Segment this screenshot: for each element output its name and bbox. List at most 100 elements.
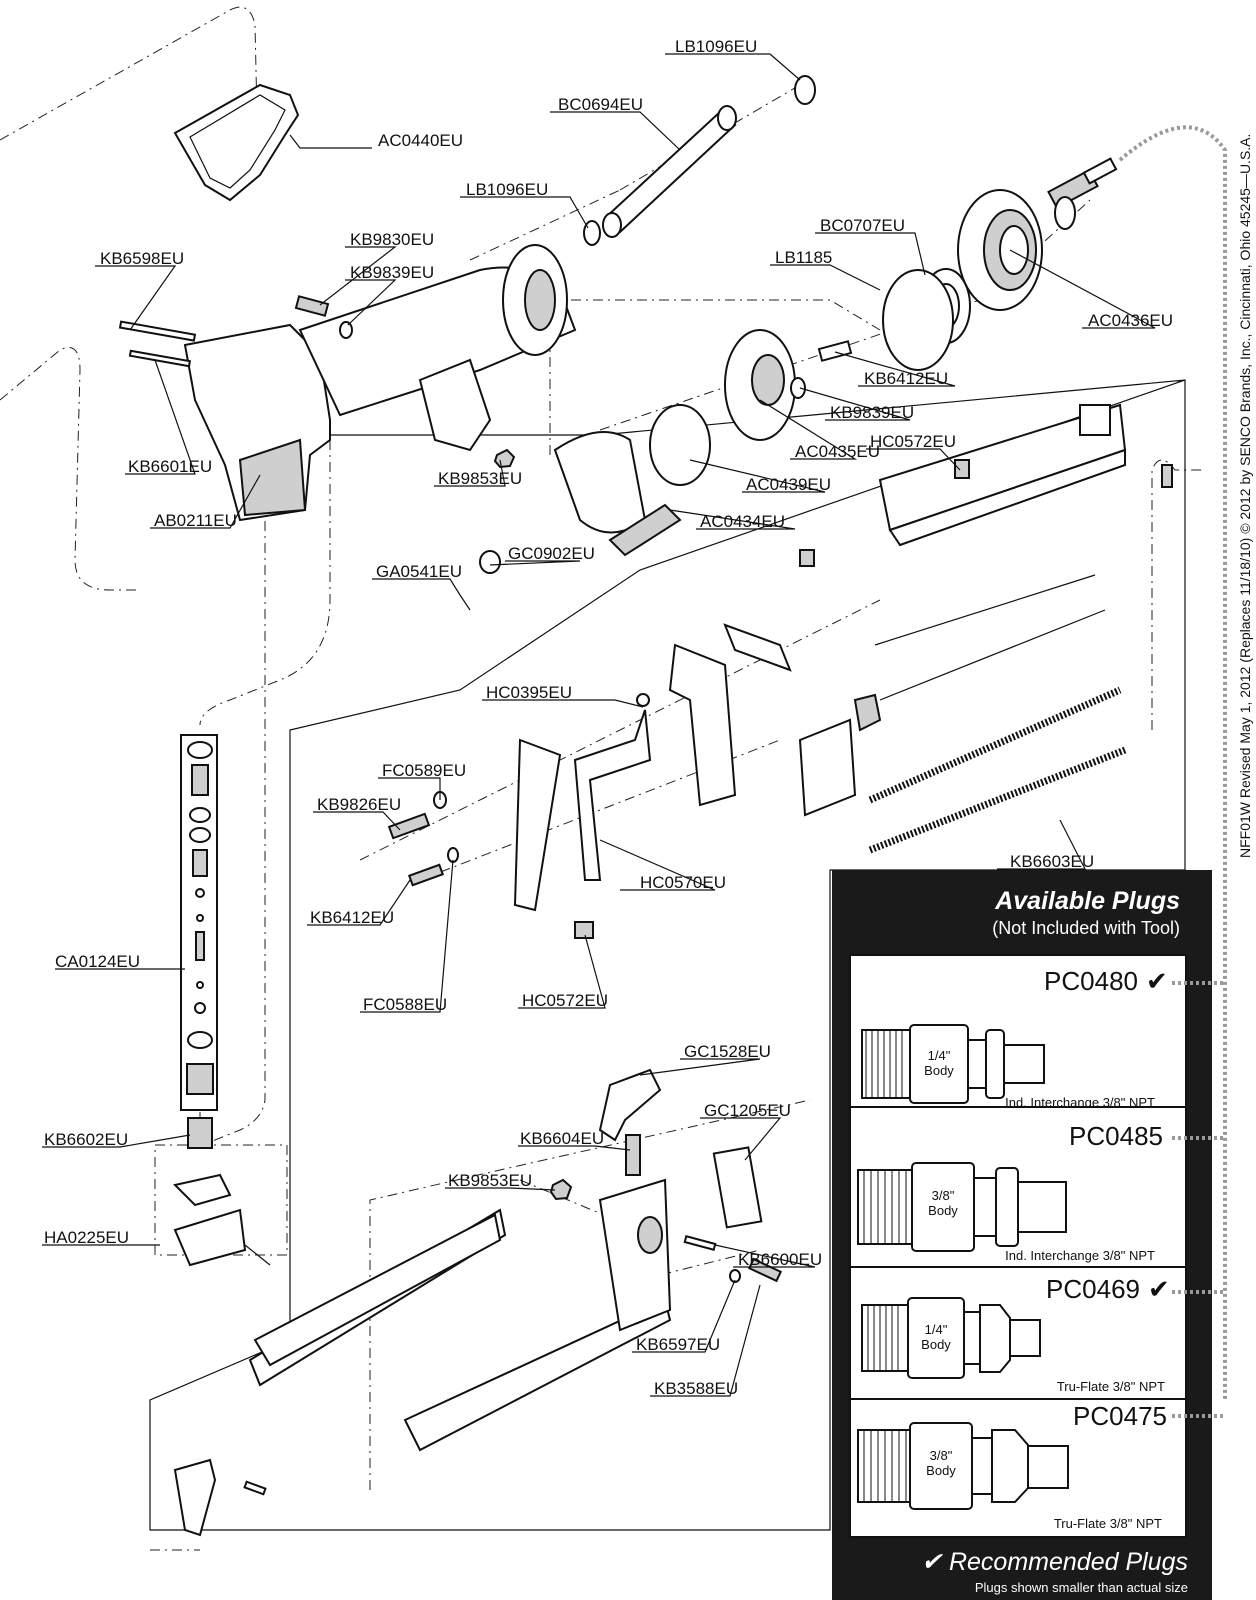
plug-body-size: 3/8"	[932, 1188, 955, 1203]
part-label: AC0434EU	[700, 512, 785, 531]
plug-body-label: Body	[924, 1063, 954, 1078]
plug-drawing: 1/4" Body	[861, 1297, 1041, 1379]
callout-leader-lines	[42, 53, 1156, 1397]
assembly-outline-lines	[0, 6, 1205, 1551]
part-label: LB1185	[775, 248, 832, 267]
pin-part	[683, 1234, 717, 1252]
plug-card-pc0469: PC0469 ✔ 1/4" Body Tru-Flate 3/8" NPT	[849, 1266, 1187, 1400]
part-label: BC0694EU	[558, 95, 643, 114]
screw-part	[387, 812, 431, 840]
arm-part	[573, 709, 652, 881]
part-label: FC0588EU	[363, 995, 447, 1014]
plug-code: PC0469	[1046, 1274, 1140, 1304]
clip-part	[574, 921, 594, 939]
part-label: KB3588EU	[654, 1379, 738, 1398]
o-ring-part	[636, 693, 650, 707]
part-label: HC0572EU	[870, 432, 956, 451]
spring-part	[625, 1134, 641, 1176]
plug-code: PC0480	[1044, 966, 1138, 996]
screw-part	[294, 295, 330, 317]
plugs-panel-subtitle: (Not Included with Tool)	[992, 918, 1180, 938]
part-label: AC0435EU	[795, 442, 880, 461]
recommended-check-icon: ✔	[1148, 1274, 1170, 1304]
plug-description: Tru-Flate 3/8" NPT	[1054, 1516, 1162, 1531]
recommended-plugs-label: ✔ Recommended Plugs	[921, 1548, 1188, 1576]
spring-part	[187, 1117, 213, 1149]
cap-part	[957, 189, 1043, 311]
part-label: GA0541EU	[376, 562, 462, 581]
pin-part	[243, 1480, 267, 1496]
plug-drawing: 3/8" Body	[857, 1422, 1069, 1510]
part-label: KB9839EU	[350, 263, 434, 282]
bumper-part	[479, 550, 501, 574]
head-parts	[553, 329, 796, 557]
plug-drawing: 3/8" Body	[857, 1162, 1067, 1252]
part-label: AC0439EU	[746, 475, 831, 494]
lever-part	[598, 1068, 662, 1142]
part-label: KB6598EU	[100, 249, 184, 268]
part-label: AC0440EU	[378, 131, 463, 150]
screw-part	[747, 1257, 783, 1283]
plug-body-size: 1/4"	[925, 1322, 948, 1337]
pin-part	[118, 320, 197, 368]
plug-body-label: Body	[921, 1337, 951, 1352]
part-number-labels: LB1096EU BC0694EU AC0440EU LB1096EU BC07…	[44, 37, 1173, 1398]
plug-connector-dots	[1172, 981, 1225, 1418]
part-label: GC1528EU	[684, 1042, 771, 1061]
part-label: CA0124EU	[55, 952, 140, 971]
cylinder-part	[602, 105, 737, 238]
screw-part	[407, 863, 445, 887]
part-label: KB9853EU	[438, 469, 522, 488]
o-ring-part	[882, 269, 954, 371]
guide-part	[712, 1146, 763, 1229]
part-label: KB9853EU	[448, 1171, 532, 1190]
plug-drawing: 1/4" Body	[861, 1024, 1045, 1104]
plugs-size-note: Plugs shown smaller than actual size	[975, 1580, 1188, 1595]
spring-clip-part	[798, 718, 857, 817]
part-label: GC1205EU	[704, 1101, 791, 1120]
revision-copyright-text: NFF01W Revised May 1, 2012 (Replaces 11/…	[1237, 134, 1253, 858]
part-label: BC0707EU	[820, 216, 905, 235]
part-label: HC0395EU	[486, 683, 572, 702]
latch-part	[1161, 464, 1173, 488]
magazine-base-part	[248, 1178, 672, 1452]
available-plugs-panel: Available Plugs (Not Included with Tool)…	[832, 870, 1212, 1600]
part-label: KB6602EU	[44, 1130, 128, 1149]
part-label: KB6600EU	[738, 1250, 822, 1269]
driver-guide-part	[173, 1458, 217, 1537]
part-label: KB6604EU	[520, 1129, 604, 1148]
part-label: KB6601EU	[128, 457, 212, 476]
rod-part	[868, 574, 1127, 854]
nut-part	[549, 1178, 573, 1201]
part-label: AB0211EU	[154, 511, 237, 530]
part-label: KB6412EU	[864, 369, 948, 388]
plug-body-label: Body	[926, 1463, 956, 1478]
plug-card-pc0485: PC0485 3/8" Body Ind. Interchange 3/8" N…	[849, 1106, 1187, 1268]
washer-part	[447, 847, 459, 863]
washer-part	[729, 1269, 741, 1283]
plug-card-pc0475: PC0475 3/8" Body Tru-Flate 3/8" NPT	[849, 1398, 1187, 1538]
clip-part	[853, 693, 882, 732]
latch-part	[954, 459, 970, 479]
plug-body-size: 1/4"	[928, 1048, 951, 1063]
valve-assembly-part	[180, 734, 218, 1111]
part-label: LB1096EU	[675, 37, 757, 56]
body-housing-part	[183, 244, 577, 522]
pusher-part	[513, 738, 562, 912]
washer-part	[339, 321, 353, 339]
part-label: LB1096EU	[466, 180, 548, 199]
latch-part	[799, 549, 815, 567]
plug-body-label: Body	[928, 1203, 958, 1218]
recommended-check-icon: ✔	[1146, 966, 1168, 996]
plug-description: Ind. Interchange 3/8" NPT	[1005, 1248, 1155, 1263]
part-label: KB6412EU	[310, 908, 394, 927]
o-ring-part	[794, 75, 816, 105]
magazine-assembly-boundary	[149, 379, 1186, 1531]
bracket-part	[723, 623, 792, 672]
plug-code: PC0485	[1069, 1121, 1163, 1151]
plug-description: Tru-Flate 3/8" NPT	[1057, 1379, 1165, 1394]
part-label: HC0572EU	[522, 991, 608, 1010]
part-label: KB9826EU	[317, 795, 401, 814]
part-label: HA0225EU	[44, 1228, 129, 1247]
plate-part	[668, 643, 737, 807]
